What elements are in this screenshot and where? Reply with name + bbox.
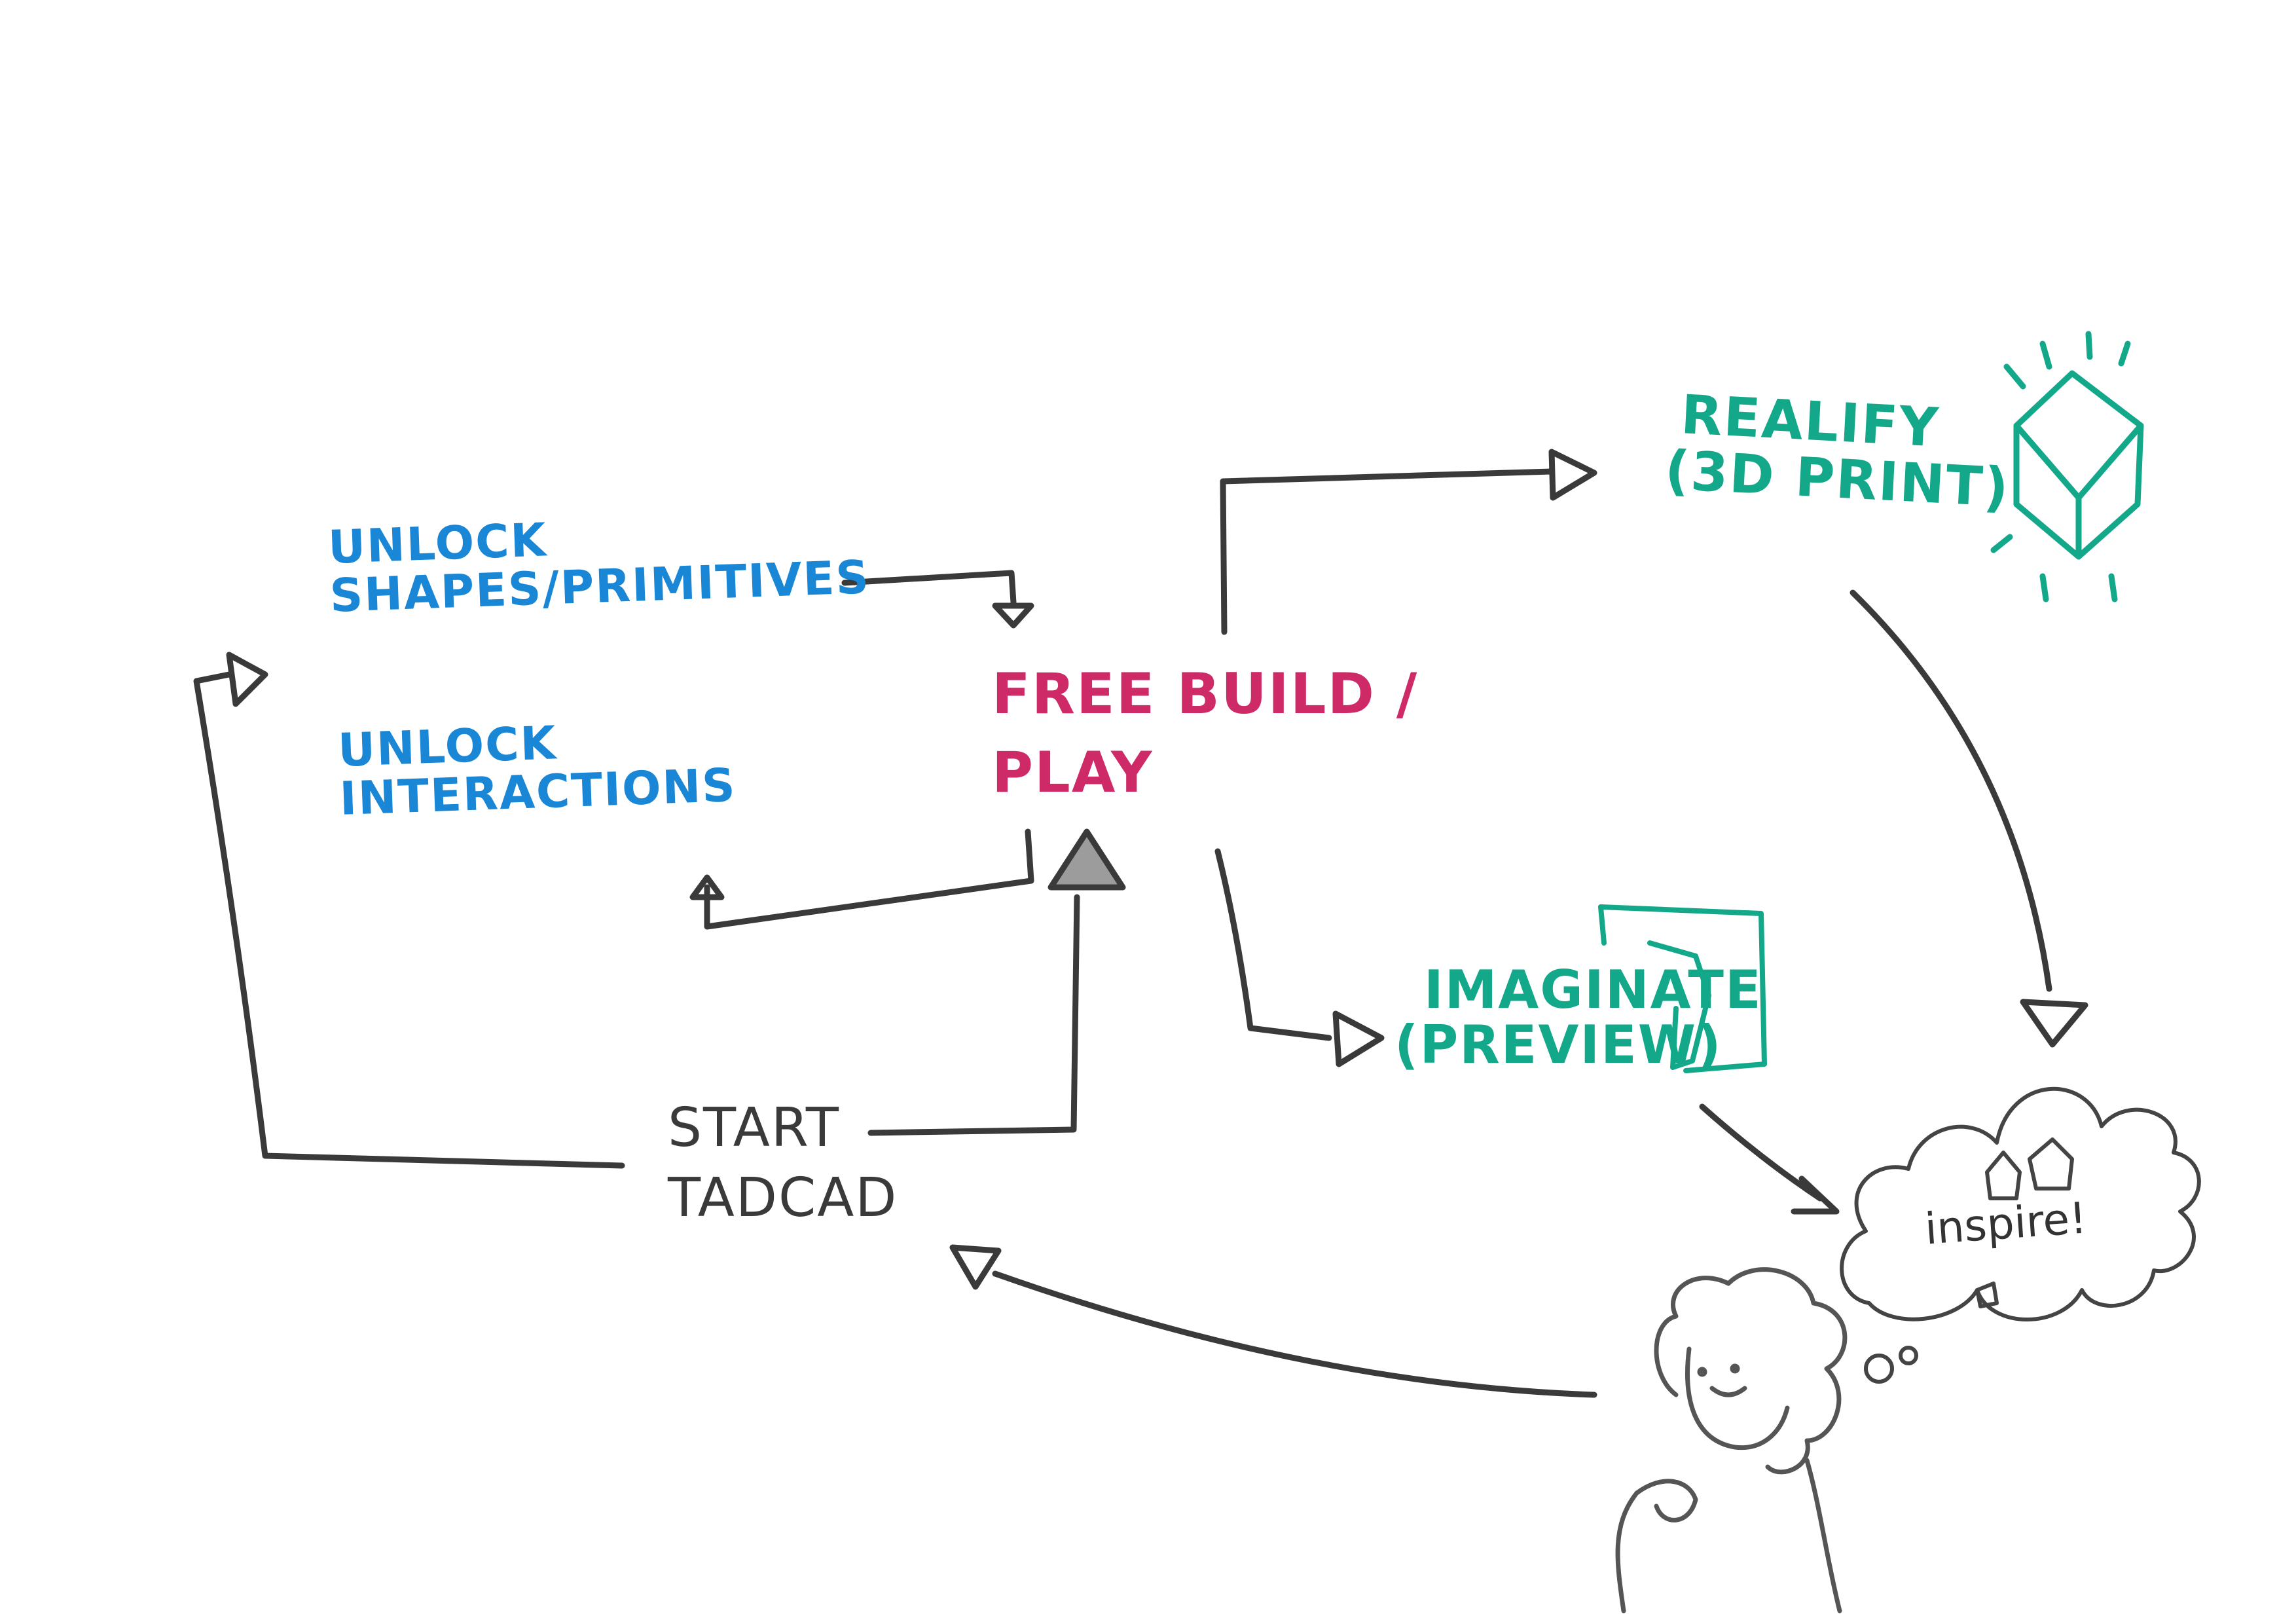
thought-cloud-icon: [1840, 1086, 2201, 1384]
arrow-free-build-to-unlock-interactions: [704, 828, 1034, 930]
arrowhead-inspire-left: [1791, 1175, 1840, 1215]
arrowhead-realify: [1548, 449, 1597, 501]
unlock-shapes-label: UNLOCK SHAPES/PRIMITIVES: [327, 513, 871, 623]
cube-glow-icon: [1990, 331, 2144, 602]
arrowhead-unlock-interactions: [689, 874, 725, 900]
free-build-label: FREE BUILD / PLAY: [992, 661, 1419, 806]
arrowhead-free-build-top: [992, 602, 1034, 629]
person-icon: [1615, 1267, 1848, 1614]
start-label: START TADCAD: [668, 1097, 898, 1229]
arrow-person-to-start: [992, 1270, 1597, 1398]
arrow-free-build-to-realify: [1220, 468, 1555, 635]
arrowhead-unlock-shapes: [226, 652, 268, 707]
cube-preview-icon: [1598, 904, 1767, 1073]
arrow-imagine-to-inspire: [1699, 1103, 1823, 1202]
arrowhead-imagine: [1332, 1010, 1385, 1067]
arrowhead-start: [949, 1244, 1002, 1290]
arrow-realify-to-inspire: [1850, 589, 2052, 992]
imagine-label: IMAGINATE (PREVIEW): [1394, 959, 1762, 1075]
arrow-free-build-to-imagine: [1214, 848, 1332, 1041]
arrow-start-to-free-build: [867, 894, 1080, 1136]
realify-label: REALIFY (3D PRINT): [1663, 384, 2011, 520]
arrow-unlock-shapes-to-free-build: [841, 570, 1017, 606]
arrow-start-to-unlock-shapes: [193, 671, 625, 1169]
unlock-interactions-label: UNLOCK INTERACTIONS: [337, 716, 737, 826]
arrowhead-inspire-top: [2020, 999, 2088, 1048]
arrowhead-free-build-bottom: [1048, 828, 1126, 891]
